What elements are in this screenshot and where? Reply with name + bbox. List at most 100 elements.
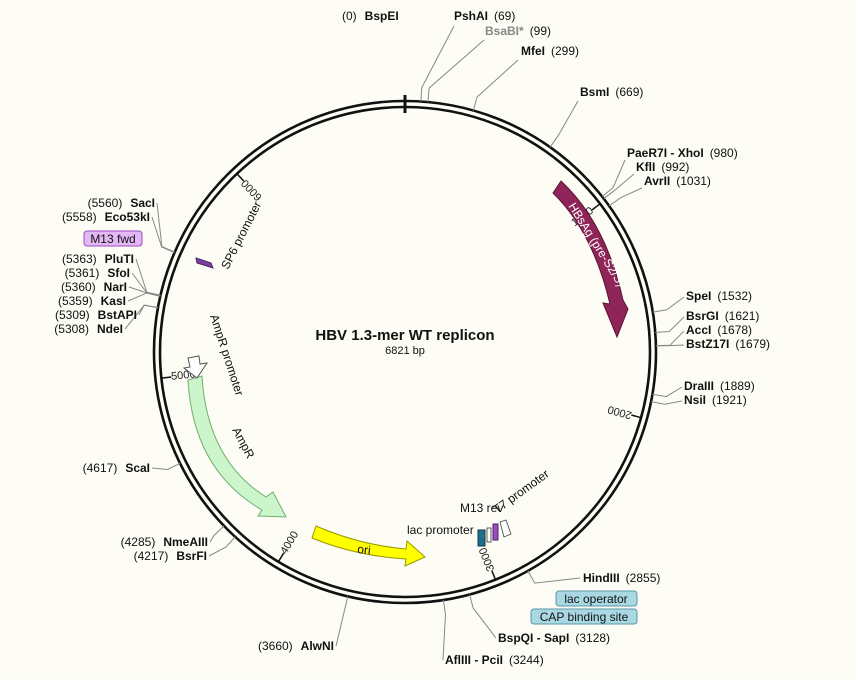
site-leader-line bbox=[420, 25, 455, 102]
site-label-bspei[interactable]: (0)BspEI bbox=[342, 9, 399, 23]
m13-rev-block[interactable] bbox=[492, 523, 499, 541]
svg-text:BspQI - SapI(3128): BspQI - SapI(3128) bbox=[498, 631, 610, 645]
site-label-sapi[interactable]: BspQI - SapI(3128) bbox=[498, 631, 610, 645]
lac-operator-block[interactable] bbox=[486, 527, 492, 543]
svg-text:DraIII(1889): DraIII(1889) bbox=[684, 379, 755, 393]
ampr-promoter-label: AmpR promoter bbox=[207, 313, 246, 398]
site-label-mfei[interactable]: MfeI(299) bbox=[521, 44, 579, 58]
site-label-bstapi[interactable]: (5309)BstAPI bbox=[55, 308, 137, 322]
t7-promoter-label: T7 promoter bbox=[491, 467, 552, 517]
site-label-kfli[interactable]: KflI(992) bbox=[636, 160, 689, 174]
m13-fwd-box[interactable]: M13 fwd bbox=[83, 230, 143, 247]
site-label-draiii[interactable]: DraIII(1889) bbox=[684, 379, 755, 393]
svg-text:(0)BspEI: (0)BspEI bbox=[342, 9, 399, 23]
ori-feature-arrow[interactable] bbox=[311, 525, 426, 567]
plasmid-title: HBV 1.3-mer WT replicon bbox=[315, 327, 494, 344]
site-leader-line bbox=[608, 187, 643, 207]
sp6-promoter-label: SP6 promoter bbox=[218, 199, 264, 271]
site-label-eco53ki[interactable]: (5558)Eco53kI bbox=[62, 210, 150, 224]
site-label-bsmi[interactable]: BsmI(669) bbox=[580, 85, 643, 99]
site-leader-line bbox=[131, 272, 161, 297]
ampr-feature-label: AmpR bbox=[229, 425, 257, 461]
site-label-kasi[interactable]: (5359)KasI bbox=[58, 294, 126, 308]
site-leader-line bbox=[335, 596, 349, 647]
svg-text:HindIII(2855): HindIII(2855) bbox=[583, 571, 660, 585]
svg-text:(5363)PluTI: (5363)PluTI bbox=[62, 252, 134, 266]
sp6-promoter-arrow[interactable] bbox=[195, 257, 214, 269]
site-leader-line bbox=[652, 386, 683, 398]
tick-mark bbox=[631, 414, 642, 419]
tick-mark bbox=[236, 173, 245, 182]
ampr-feature-arrow[interactable] bbox=[187, 375, 287, 518]
svg-text:(5560)SacI: (5560)SacI bbox=[88, 196, 155, 210]
site-leader-line bbox=[655, 344, 685, 347]
site-label-bsrfi[interactable]: (4217)BsrFI bbox=[134, 549, 207, 563]
site-label-bsabi[interactable]: BsaBI*(99) bbox=[485, 24, 551, 38]
site-label-pluti[interactable]: (5363)PluTI bbox=[62, 252, 134, 266]
lac-operator-box[interactable]: lac operator bbox=[555, 590, 638, 607]
site-label-saci[interactable]: (5560)SacI bbox=[88, 196, 155, 210]
site-leader-line bbox=[651, 400, 683, 405]
site-leader-line bbox=[655, 330, 685, 347]
svg-text:NsiI(1921): NsiI(1921) bbox=[684, 393, 747, 407]
tick-label: 4000 bbox=[278, 529, 301, 556]
site-leader-line bbox=[208, 536, 236, 557]
site-label-hindiii[interactable]: HindIII(2855) bbox=[583, 571, 660, 585]
site-label-acci[interactable]: AccI(1678) bbox=[686, 323, 752, 337]
site-label-xhoi[interactable]: PaeR7I - XhoI(980) bbox=[627, 146, 738, 160]
svg-text:(4617)ScaI: (4617)ScaI bbox=[83, 461, 150, 475]
plasmid-length: 6821 bp bbox=[385, 345, 425, 357]
cap-binding-site-box[interactable]: CAP binding site bbox=[530, 608, 638, 625]
svg-text:M13 fwd: M13 fwd bbox=[90, 232, 135, 246]
svg-text:SpeI(1532): SpeI(1532) bbox=[686, 289, 752, 303]
ampr-promoter-arrow[interactable] bbox=[182, 355, 209, 379]
site-leader-line bbox=[427, 39, 485, 103]
svg-text:(5360)NarI: (5360)NarI bbox=[61, 280, 127, 294]
svg-text:(3660)AlwNI: (3660)AlwNI bbox=[258, 639, 334, 653]
site-leader-line bbox=[469, 594, 497, 639]
svg-text:lac operator: lac operator bbox=[564, 592, 627, 606]
site-label-nsii[interactable]: NsiI(1921) bbox=[684, 393, 747, 407]
site-leader-line bbox=[527, 570, 581, 584]
site-leader-line bbox=[138, 304, 159, 316]
site-leader-line bbox=[442, 600, 447, 661]
svg-text:CAP binding site: CAP binding site bbox=[540, 610, 629, 624]
hbsag-feature-arrow[interactable] bbox=[552, 180, 629, 339]
site-leader-line bbox=[151, 462, 181, 471]
svg-text:BsaBI*(99): BsaBI*(99) bbox=[485, 24, 551, 38]
site-label-nari[interactable]: (5360)NarI bbox=[61, 280, 127, 294]
site-leader-line bbox=[603, 173, 635, 200]
tick-mark bbox=[491, 570, 497, 580]
ori-feature-label: ori bbox=[357, 542, 372, 557]
site-label-spei[interactable]: SpeI(1532) bbox=[686, 289, 752, 303]
site-leader-line bbox=[549, 100, 579, 148]
site-leader-line bbox=[472, 59, 519, 111]
site-label-ndei[interactable]: (5308)NdeI bbox=[54, 322, 123, 336]
site-label-scai[interactable]: (4617)ScaI bbox=[83, 461, 150, 475]
svg-text:BsrGI(1621): BsrGI(1621) bbox=[686, 309, 759, 323]
site-label-bstz17i[interactable]: BstZ17I(1679) bbox=[686, 337, 770, 351]
svg-text:(5361)SfoI: (5361)SfoI bbox=[65, 266, 130, 280]
svg-text:(4285)NmeAIII: (4285)NmeAIII bbox=[121, 535, 208, 549]
site-label-pcii[interactable]: AflIII - PciI(3244) bbox=[445, 653, 544, 667]
svg-text:AvrII(1031): AvrII(1031) bbox=[644, 174, 711, 188]
site-label-pshai[interactable]: PshAI(69) bbox=[454, 9, 515, 23]
t7-promoter-arrow[interactable] bbox=[499, 519, 512, 538]
site-leader-line bbox=[135, 258, 161, 296]
tick-mark bbox=[161, 376, 172, 379]
site-label-alwni[interactable]: (3660)AlwNI bbox=[258, 639, 334, 653]
svg-text:AccI(1678): AccI(1678) bbox=[686, 323, 752, 337]
m13-rev-label: M13 rev bbox=[460, 501, 503, 515]
hbsag-feature-label: HBsAg (pre-S2/S) bbox=[565, 200, 628, 289]
svg-text:(5359)KasI: (5359)KasI bbox=[58, 294, 126, 308]
site-label-bsrgi[interactable]: BsrGI(1621) bbox=[686, 309, 759, 323]
site-label-sfoi[interactable]: (5361)SfoI bbox=[65, 266, 130, 280]
tick-label: 3000 bbox=[477, 546, 497, 573]
site-label-avrii[interactable]: AvrII(1031) bbox=[644, 174, 711, 188]
svg-text:(4217)BsrFI: (4217)BsrFI bbox=[134, 549, 207, 563]
svg-text:(5309)BstAPI: (5309)BstAPI bbox=[55, 308, 137, 322]
lac-promoter-block[interactable] bbox=[477, 529, 486, 547]
site-label-nmeaiii[interactable]: (4285)NmeAIII bbox=[121, 535, 208, 549]
svg-text:KflI(992): KflI(992) bbox=[636, 160, 689, 174]
